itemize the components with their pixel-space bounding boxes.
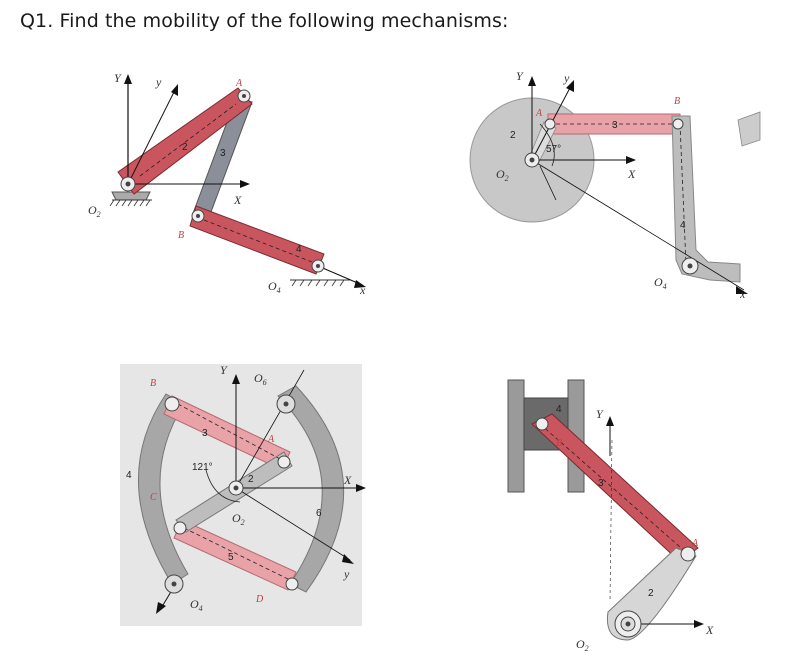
link-4-label: 4	[296, 244, 302, 255]
label-A: A	[235, 78, 243, 89]
label-X: X	[343, 473, 352, 487]
link-3-label: 3	[612, 120, 618, 131]
angle-label: 57°	[546, 144, 561, 155]
link-4-label: 4	[126, 470, 132, 481]
label-x: x	[739, 287, 746, 301]
label-Y: Y	[220, 363, 228, 377]
label-Y: Y	[516, 69, 524, 83]
label-O2: O2	[232, 511, 245, 527]
label-A: A	[267, 434, 275, 445]
link-2-label: 2	[248, 474, 254, 485]
link-4-label: 4	[556, 404, 562, 415]
link-3-label: 3	[202, 428, 208, 439]
fourbar-diagram	[109, 74, 366, 288]
label-Y: Y	[596, 407, 604, 421]
sixbar-diagram	[120, 364, 366, 626]
label-O2: O2	[88, 203, 101, 219]
disc-crank-diagram	[469, 76, 761, 294]
link-4-label: 4	[680, 220, 686, 231]
label-O2: O2	[576, 637, 589, 653]
label-A: A	[691, 538, 699, 549]
label-Y: Y	[114, 71, 122, 85]
link-2-label: 2	[182, 142, 188, 153]
link-5-label: 5	[228, 552, 234, 563]
label-O6: O6	[254, 371, 267, 387]
link-3-label: 3	[598, 478, 604, 489]
angle-label: 121°	[192, 462, 213, 473]
label-O2: O2	[496, 167, 509, 183]
label-B: B	[150, 378, 156, 389]
label-y: y	[155, 75, 162, 89]
link-2-label: 2	[648, 588, 654, 599]
label-O4: O4	[654, 275, 667, 291]
link-3-label: 3	[220, 148, 226, 159]
label-y: y	[343, 567, 350, 581]
label-O4: O4	[268, 279, 281, 295]
label-X: X	[627, 167, 636, 181]
slider-crank-diagram	[507, 379, 704, 641]
label-B: B	[674, 96, 680, 107]
label-y: y	[563, 71, 570, 85]
label-B: B	[178, 230, 184, 241]
label-B: B	[556, 438, 562, 449]
label-D: D	[255, 594, 264, 605]
label-X: X	[705, 623, 714, 637]
question-title: Q1. Find the mobility of the following m…	[20, 10, 509, 32]
link-2-label: 2	[510, 130, 516, 141]
label-C: C	[150, 492, 157, 503]
link-6-label: 6	[316, 508, 322, 519]
label-X: X	[233, 193, 242, 207]
label-A: A	[535, 108, 543, 119]
label-O4: O4	[190, 597, 203, 613]
label-x: x	[359, 283, 366, 297]
